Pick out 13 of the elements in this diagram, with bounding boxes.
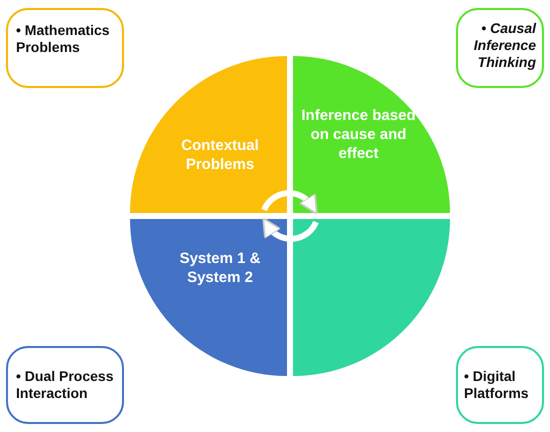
note-text: • Causal Inference Thinking bbox=[472, 20, 536, 71]
note-text: • Dual Process Interaction bbox=[16, 368, 115, 402]
note-box bbox=[456, 8, 544, 88]
quadrant-label: Contextual Problems bbox=[180, 136, 260, 174]
quadrant-label: Inference based on cause and effect bbox=[301, 106, 416, 163]
note-box bbox=[6, 8, 124, 88]
note-box bbox=[6, 346, 124, 424]
note-text: • Mathematics Problems bbox=[16, 22, 111, 56]
curved-arrow bbox=[262, 218, 319, 242]
curved-arrow bbox=[261, 190, 318, 214]
note-text: • Digital Platforms bbox=[464, 368, 530, 402]
note-box bbox=[456, 346, 544, 424]
quadrant-label: System 1 & System 2 bbox=[178, 249, 262, 287]
